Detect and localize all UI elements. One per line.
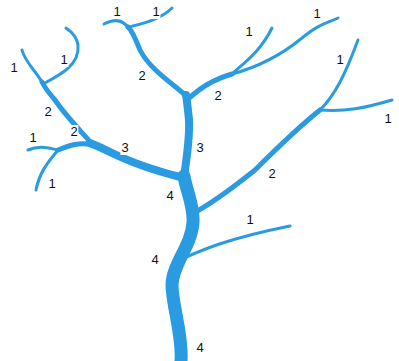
stream-order-number: 1: [335, 53, 344, 67]
order-3-stream: [90, 143, 184, 178]
order-2-stream: [58, 144, 92, 150]
order-4-stream: [172, 176, 193, 361]
stream-order-number: 1: [28, 131, 37, 145]
stream-order-number: 2: [69, 125, 78, 139]
stream-order-number: 2: [137, 69, 146, 83]
stream-order-number: 2: [213, 89, 222, 103]
order-3-stream: [184, 95, 189, 178]
stream-order-number: 4: [165, 189, 174, 203]
stream-order-number: 2: [267, 167, 276, 181]
order-2-stream: [187, 74, 232, 100]
stream-order-number: 1: [47, 177, 56, 191]
order-1-streams: [22, 8, 392, 262]
stream-order-number: 1: [312, 7, 321, 21]
stream-order-number: 1: [383, 112, 392, 126]
stream-order-number: 1: [9, 61, 18, 75]
stream-order-number: 1: [245, 213, 254, 227]
stream-order-number: 1: [244, 25, 253, 39]
stream-order-number: 4: [195, 341, 204, 355]
stream-order-number: 1: [151, 5, 160, 19]
order-2-stream: [190, 110, 320, 215]
stream-order-number: 3: [120, 141, 129, 155]
stream-order-number: 1: [112, 5, 121, 19]
stream-order-number: 3: [195, 141, 204, 155]
order-2-stream: [128, 27, 186, 96]
stream-order-number: 2: [43, 105, 52, 119]
stream-order-number: 4: [150, 253, 159, 267]
order-2-stream: [42, 82, 92, 144]
stream-order-number: 1: [59, 53, 68, 67]
